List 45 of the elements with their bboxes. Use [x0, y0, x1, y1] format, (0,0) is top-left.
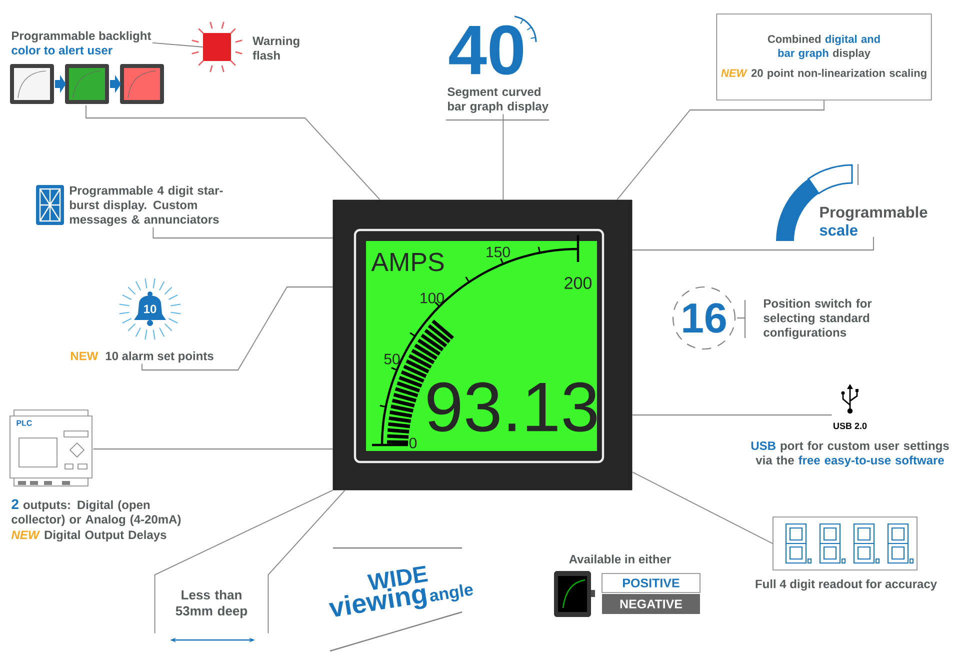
display-text: AMPS — [371, 252, 444, 272]
leader-line — [152, 226, 334, 238]
leader-line — [502, 114, 504, 200]
feature-text: Programmable scale — [820, 206, 928, 236]
node-label: NEW — [11, 530, 40, 539]
node-label: collector) or Analog (4-20mA) — [12, 514, 181, 526]
feature-text: WIDE viewing angle — [328, 566, 473, 617]
device-label: PLC — [16, 420, 32, 426]
display-reading: 93.13 — [428, 382, 596, 432]
leader-line — [92, 448, 334, 450]
node-label: outputs: Digital (open — [23, 500, 150, 512]
big-number: 40 — [449, 25, 524, 75]
option-box: POSITIVE — [602, 573, 700, 593]
feature-text: Less than 53mm deep — [176, 590, 248, 618]
leader-line — [632, 472, 774, 544]
leader-line — [632, 236, 874, 250]
leader-line — [152, 42, 204, 48]
feature-text: Programmable backlight color to alert user — [12, 31, 152, 54]
feature-text: Full 4 digit readout for accuracy — [756, 579, 937, 591]
icon-caption: Warning flash — [252, 36, 300, 60]
leader-line — [86, 104, 380, 200]
feature-text: 2 outputs: Digital (open collector) or Analog (4-20mA) NEW Digital Output Delays — [11, 499, 181, 542]
scale-number: 50 — [384, 354, 400, 364]
feature-text: Position switch for selecting standard configurations — [764, 298, 872, 340]
feature-text: Available in either — [569, 554, 671, 564]
node-label: 2 — [12, 499, 18, 509]
node-label: Digital Output Delays — [44, 530, 166, 542]
leader-line — [632, 414, 832, 416]
screens-drawing — [10, 64, 164, 104]
scale-number: 100 — [420, 292, 444, 304]
feature-text: NEW 10 alarm set points — [70, 351, 214, 363]
port-label: USB 2.0 — [834, 422, 867, 430]
scale-number: 150 — [486, 246, 510, 258]
switch-count-badge: 16 — [672, 286, 736, 350]
leader-line — [268, 490, 346, 634]
option-box: NEGATIVE — [602, 594, 700, 614]
feature-box: Combined digital and bar graph display NEW 20 point non-linearization scaling — [716, 14, 932, 100]
scale-number: 200 — [564, 276, 592, 290]
leader-line — [154, 490, 334, 634]
feature-text: Segment curved bar graph display — [448, 87, 548, 113]
scale-number: 0 — [409, 438, 417, 448]
leader-line — [142, 286, 334, 370]
feature-text: Programmable 4 digit star-burst display. Custom messages & annunciators — [70, 186, 223, 226]
feature-text: USB port for custom user settings via the free easy-to-use software — [751, 441, 949, 467]
leader-line — [616, 100, 824, 200]
